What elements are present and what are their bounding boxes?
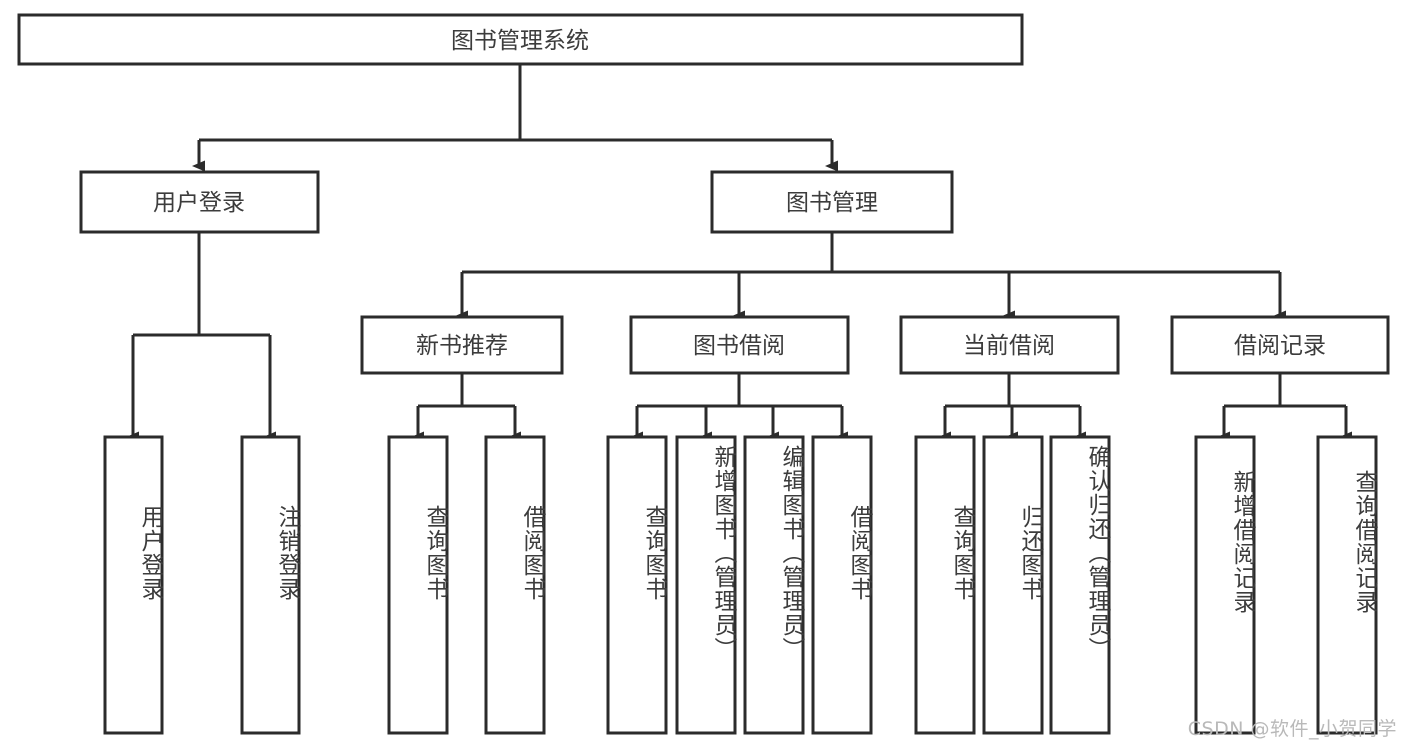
node-current-borrow-label: 当前借阅 [963, 333, 1055, 359]
connector-borrowrecord-to-leaves [1217, 373, 1352, 443]
node-current-borrow-box[interactable] [899, 315, 1120, 375]
csdn-watermark: CSDN @软件_小贺同学 [1187, 718, 1397, 740]
node-leaf-confirm-return-box[interactable] [1049, 435, 1111, 735]
node-user-login-label: 用户登录 [153, 190, 245, 216]
node-leaf-query-book-1-box[interactable] [387, 435, 449, 735]
node-book-borrow-box[interactable] [629, 315, 850, 375]
node-leaf-add-record-box[interactable] [1194, 435, 1256, 735]
node-leaf-borrow-book-1-box[interactable] [484, 435, 546, 735]
node-leaf-user-login-box[interactable] [103, 435, 164, 735]
node-user-login-box[interactable] [79, 170, 320, 234]
connector-currentborrow-to-leaves [938, 373, 1086, 443]
node-book-manage-box[interactable] [710, 170, 954, 234]
node-leaf-edit-book-box[interactable] [743, 435, 805, 735]
node-leaf-query-record-box[interactable] [1316, 435, 1378, 735]
connector-root-to-level1 [192, 64, 838, 172]
connector-bookborrow-to-leaves [630, 373, 848, 443]
node-leaf-user-logout-box[interactable] [240, 435, 301, 735]
node-new-book-recommend-box[interactable] [360, 315, 564, 375]
node-book-borrow-label: 图书借阅 [693, 333, 785, 359]
node-borrow-record-box[interactable] [1170, 315, 1390, 375]
node-root-label: 图书管理系统 [451, 28, 589, 54]
node-book-manage-label: 图书管理 [786, 190, 878, 216]
connector-newbook-to-leaves [411, 373, 521, 443]
node-leaf-query-book-3-box[interactable] [914, 435, 976, 735]
node-root-box[interactable] [17, 13, 1024, 66]
node-leaf-add-book-box[interactable] [675, 435, 737, 735]
node-leaf-borrow-book-2-box[interactable] [811, 435, 873, 735]
connector-bookmanage-to-level2 [455, 232, 1286, 322]
node-new-book-recommend-label: 新书推荐 [416, 333, 508, 359]
connector-userlogin-to-leaves [126, 232, 276, 443]
node-leaf-query-book-2-box[interactable] [606, 435, 668, 735]
node-leaf-return-book-box[interactable] [982, 435, 1044, 735]
node-borrow-record-label: 借阅记录 [1234, 333, 1326, 359]
